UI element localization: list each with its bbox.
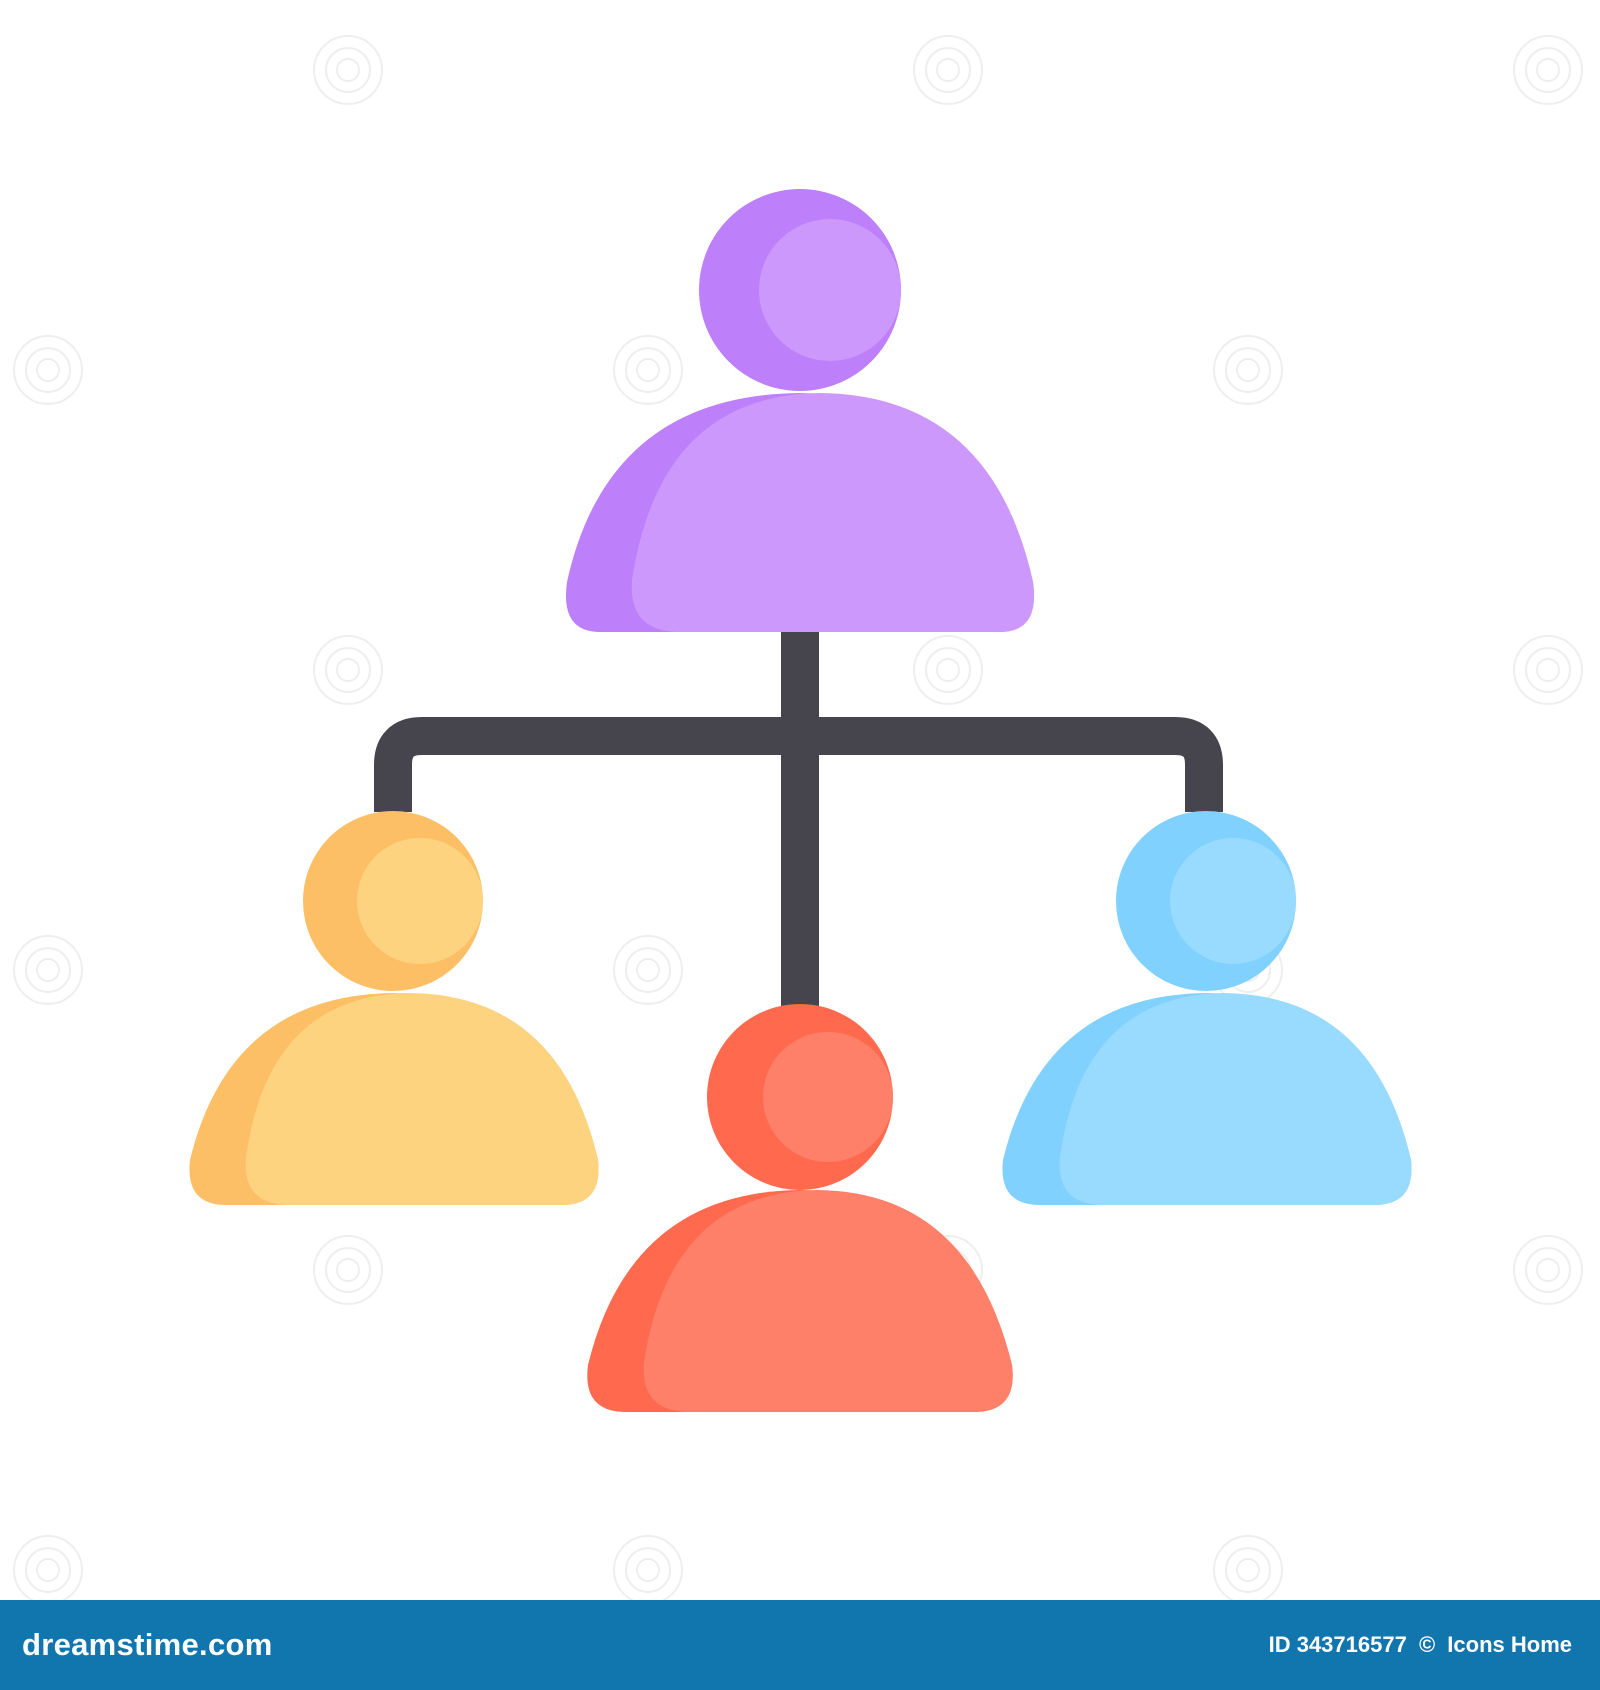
image-credit: ID 343716577 © Icons Home xyxy=(1269,1632,1572,1658)
watermark-spiral xyxy=(1513,635,1583,705)
copyright-icon: © xyxy=(1418,1632,1436,1657)
watermark-spiral xyxy=(913,35,983,105)
watermark-spiral xyxy=(913,635,983,705)
person-head-highlight xyxy=(759,219,901,361)
watermark-spiral xyxy=(613,335,683,405)
watermark-spiral xyxy=(13,935,83,1005)
person-icon-right xyxy=(1002,811,1412,1205)
connector-branch xyxy=(374,717,1223,812)
watermark-spiral xyxy=(313,1235,383,1305)
watermark-spiral xyxy=(13,335,83,405)
person-body-highlight xyxy=(631,393,1035,632)
watermark-spiral xyxy=(613,1535,683,1600)
watermark-spiral xyxy=(313,635,383,705)
watermark-spiral xyxy=(1213,335,1283,405)
footer-bar: dreamstime.com ID 343716577 © Icons Home xyxy=(0,1600,1600,1690)
org-hierarchy-illustration xyxy=(13,35,1583,1600)
person-head-highlight xyxy=(763,1032,893,1162)
person-icon-top xyxy=(565,189,1035,632)
watermark-spiral xyxy=(313,35,383,105)
watermark-spiral xyxy=(1513,35,1583,105)
dreamstime-brand[interactable]: dreamstime.com xyxy=(22,1627,273,1662)
person-body-highlight xyxy=(643,1190,1013,1412)
author-name[interactable]: Icons Home xyxy=(1447,1632,1572,1657)
image-id: ID 343716577 xyxy=(1268,1632,1407,1657)
person-icon-left xyxy=(189,811,599,1205)
person-body-highlight xyxy=(1059,993,1412,1205)
person-icon-bottom xyxy=(587,1004,1013,1412)
person-head-highlight xyxy=(1170,838,1296,964)
watermark-spiral xyxy=(13,1535,83,1600)
watermark-spiral xyxy=(1213,1535,1283,1600)
person-body-highlight xyxy=(245,993,599,1205)
person-head-highlight xyxy=(357,838,483,964)
watermark-spiral xyxy=(1513,1235,1583,1305)
hierarchy-connector xyxy=(374,632,1223,1010)
watermark-spiral xyxy=(613,935,683,1005)
